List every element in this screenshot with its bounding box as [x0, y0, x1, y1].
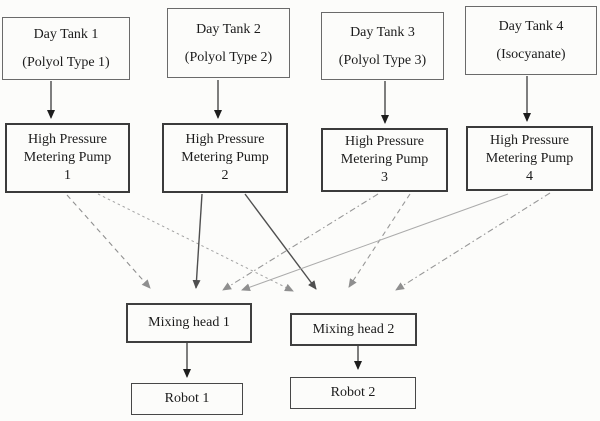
day-tank-4-box: Day Tank 4 (Isocyanate): [465, 6, 597, 75]
pump-2-label-line2: Metering Pump: [181, 150, 269, 165]
pump-3-label-line1: High Pressure: [345, 134, 424, 149]
day-tank-3-box: Day Tank 3 (Polyol Type 3): [321, 12, 444, 80]
robot-1-box: Robot 1: [131, 383, 243, 415]
day-tank-4-name: Day Tank 4: [498, 19, 564, 34]
robot-1-label: Robot 1: [164, 391, 210, 406]
arrow-pump2-to-mixinghead2: [244, 193, 317, 290]
pump-1-number: 1: [64, 168, 71, 183]
arrow-pump4-to-mixinghead1: [241, 193, 509, 292]
arrow-pump1-to-mixinghead1: [66, 194, 151, 289]
day-tank-3-material: (Polyol Type 3): [338, 52, 427, 68]
day-tank-2-material: (Polyol Type 2): [184, 49, 273, 65]
day-tank-2-name: Day Tank 2: [196, 21, 261, 37]
metering-pump-4-box: High Pressure Metering Pump 4: [466, 126, 593, 191]
metering-pump-1-box: High Pressure Metering Pump 1: [5, 123, 130, 193]
mixing-head-2-box: Mixing head 2: [290, 313, 417, 346]
metering-pump-3-box: High Pressure Metering Pump 3: [321, 128, 448, 192]
day-tank-3-name: Day Tank 3: [350, 24, 415, 40]
metering-pump-2-box: High Pressure Metering Pump 2: [162, 123, 288, 193]
day-tank-1-name: Day Tank 1: [33, 27, 99, 42]
day-tank-4-material: (Isocyanate): [496, 47, 566, 62]
day-tank-1-box: Day Tank 1 (Polyol Type 1): [2, 17, 130, 80]
day-tank-1-material: (Polyol Type 1): [22, 55, 110, 70]
arrow-pump1-to-mixinghead2: [97, 193, 294, 292]
pump-1-label-line2: Metering Pump: [23, 150, 112, 165]
pump-1-label-line1: High Pressure: [28, 132, 107, 147]
robot-2-label: Robot 2: [330, 385, 376, 400]
arrow-pump3-to-mixinghead1: [222, 193, 379, 291]
pump-3-number: 3: [381, 170, 388, 185]
pump-2-number: 2: [221, 168, 229, 183]
mixing-head-1-box: Mixing head 1: [126, 303, 252, 343]
mixing-head-1-label: Mixing head 1: [148, 315, 230, 330]
day-tank-2-box: Day Tank 2 (Polyol Type 2): [167, 8, 290, 78]
pump-2-label-line1: High Pressure: [185, 132, 265, 147]
pump-4-label-line2: Metering Pump: [485, 150, 574, 166]
mixing-head-2-label: Mixing head 2: [312, 321, 395, 337]
arrow-pump4-to-mixinghead2: [395, 192, 551, 291]
pump-4-number: 4: [526, 168, 533, 184]
pump-4-label-line1: High Pressure: [490, 132, 569, 148]
robot-2-box: Robot 2: [290, 377, 416, 409]
pump-3-label-line2: Metering Pump: [340, 152, 429, 167]
arrow-pump2-to-mixinghead1: [192, 193, 203, 289]
